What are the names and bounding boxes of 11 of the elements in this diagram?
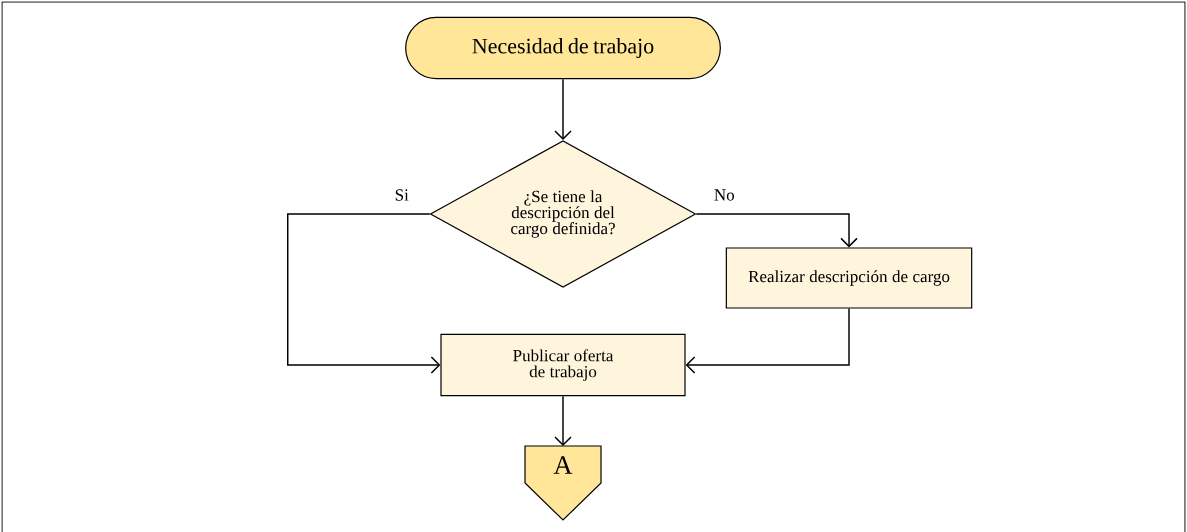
arrow <box>287 213 441 374</box>
arrow <box>685 307 850 374</box>
arrow <box>554 78 572 141</box>
process-box: Realizar descripción de cargo <box>725 247 973 309</box>
edge-label: Si <box>393 187 411 203</box>
off-page-connector: A <box>524 445 602 521</box>
start-terminator: Necesidad de trabajo <box>405 16 721 80</box>
arrow <box>554 395 572 447</box>
edge-label: No <box>712 188 736 202</box>
arrow <box>695 213 858 248</box>
process-box: Publicar oferta de trabajo <box>440 333 686 397</box>
